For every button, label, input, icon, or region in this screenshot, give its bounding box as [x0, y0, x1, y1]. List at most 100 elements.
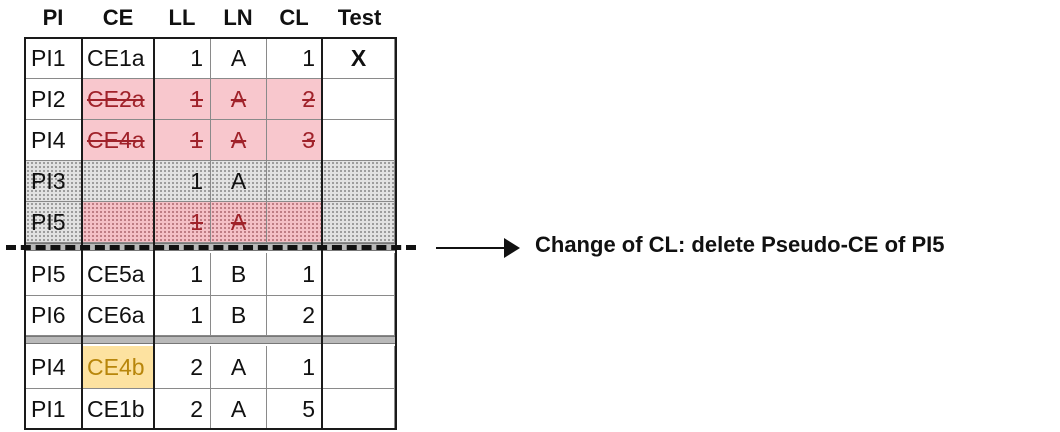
cell-text-pi: PI6: [31, 302, 66, 328]
arrow-right-icon: [504, 238, 520, 258]
cell-cl-row-9: 5: [267, 389, 323, 430]
group-separator-2: [26, 336, 395, 344]
cell-text-ll: 1: [190, 302, 203, 328]
cell-cl-row-8: 1: [267, 346, 323, 389]
cell-ll-row-9: 2: [155, 389, 211, 430]
column-divider-pi: [81, 37, 83, 430]
dashed-cut-line: [6, 245, 416, 250]
cell-pi-row-5: PI5: [26, 202, 83, 243]
cell-ln-row-4: A: [211, 161, 267, 202]
cell-test-row-7: [323, 296, 395, 336]
cell-text-cl: 2: [302, 85, 315, 112]
cell-text-ce: CE6a: [87, 302, 145, 328]
cell-ce-row-2: CE2a: [83, 79, 155, 120]
cell-text-ce: CE1a: [87, 44, 145, 71]
column-divider-cl: [321, 37, 323, 430]
cell-text-ll: 2: [190, 395, 203, 422]
cell-text-ce: CE2a: [87, 85, 145, 112]
cell-pi-row-1: PI1: [26, 38, 83, 79]
cell-test-row-9: [323, 389, 395, 430]
cell-text-ll: 1: [190, 167, 203, 194]
cell-text-test: X: [350, 44, 367, 71]
cell-ll-row-5: 1: [155, 202, 211, 243]
cell-text-cl: 2: [302, 302, 315, 328]
cell-cl-row-6: 1: [267, 253, 323, 296]
cell-pi-row-7: PI6: [26, 296, 83, 336]
cell-text-ll: 2: [190, 353, 203, 380]
cell-text-pi: PI4: [31, 126, 66, 153]
cell-text-ce: CE4a: [87, 126, 145, 153]
cell-ln-row-2: A: [211, 79, 267, 120]
cell-text-pi: PI2: [31, 85, 66, 112]
cell-text-pi: PI5: [31, 208, 66, 235]
cell-ll-row-4: 1: [155, 161, 211, 202]
cell-ce-row-4: [83, 161, 155, 202]
cell-text-ce: CE1b: [87, 395, 145, 422]
cell-text-ln: B: [230, 302, 247, 328]
cell-pi-row-8: PI4: [26, 346, 83, 389]
cell-text-ll: 1: [190, 208, 203, 235]
header-cl: CL: [279, 5, 309, 30]
cell-text-cl: 3: [302, 126, 315, 153]
cell-test-row-1: X: [323, 38, 395, 79]
cell-text-cl: 1: [302, 353, 315, 380]
cell-text-ln: A: [230, 167, 247, 194]
cell-pi-row-4: PI3: [26, 161, 83, 202]
header-ce: CE: [102, 5, 134, 30]
cell-text-pi: PI1: [31, 395, 66, 422]
table-header: PI CE LL LN CL Test: [24, 0, 397, 36]
cell-cl-row-2: 2: [267, 79, 323, 120]
cell-test-row-2: [323, 79, 395, 120]
cell-cl-row-3: 3: [267, 120, 323, 161]
cell-test-row-4: [323, 161, 395, 202]
cell-test-row-3: [323, 120, 395, 161]
cell-text-ln: A: [230, 208, 247, 235]
cell-ce-row-9: CE1b: [83, 389, 155, 430]
cell-text-cl: 5: [302, 395, 315, 422]
cell-text-ln: A: [230, 126, 247, 153]
cell-text-ln: A: [230, 85, 247, 112]
cell-ll-row-2: 1: [155, 79, 211, 120]
header-pi: PI: [42, 5, 64, 30]
cell-pi-row-3: PI4: [26, 120, 83, 161]
cell-ln-row-1: A: [211, 38, 267, 79]
cell-cl-row-4: [267, 161, 323, 202]
cell-text-ll: 1: [190, 260, 203, 287]
cell-text-ll: 1: [190, 85, 203, 112]
cell-text-ln: A: [230, 44, 247, 71]
cell-test-row-6: [323, 253, 395, 296]
cell-text-cl: 1: [302, 260, 315, 287]
cell-test-row-8: [323, 346, 395, 389]
cell-text-ce: CE5a: [87, 260, 145, 287]
cell-ln-row-8: A: [211, 346, 267, 389]
cell-cl-row-5: [267, 202, 323, 243]
cell-ce-row-6: CE5a: [83, 253, 155, 296]
cell-ll-row-7: 1: [155, 296, 211, 336]
cell-text-ln: A: [230, 395, 247, 422]
cell-pi-row-9: PI1: [26, 389, 83, 430]
cell-text-ln: B: [230, 260, 247, 287]
cell-cl-row-7: 2: [267, 296, 323, 336]
cell-ce-row-1: CE1a: [83, 38, 155, 79]
cell-ce-row-8: CE4b: [83, 346, 155, 389]
cell-ce-row-3: CE4a: [83, 120, 155, 161]
cell-text-ce: CE4b: [87, 353, 145, 380]
arrow-line: [436, 247, 508, 249]
cell-test-row-5: [323, 202, 395, 243]
cell-ce-row-5: [83, 202, 155, 243]
cell-ll-row-8: 2: [155, 346, 211, 389]
cell-ln-row-3: A: [211, 120, 267, 161]
cell-ll-row-3: 1: [155, 120, 211, 161]
header-ll: LL: [168, 5, 196, 30]
header-ln: LN: [223, 5, 253, 30]
cell-text-ll: 1: [190, 126, 203, 153]
cell-text-cl: 1: [302, 44, 315, 71]
cell-ce-row-7: CE6a: [83, 296, 155, 336]
cell-text-pi: PI3: [31, 167, 66, 194]
cell-ln-row-9: A: [211, 389, 267, 430]
cell-ll-row-1: 1: [155, 38, 211, 79]
cell-text-pi: PI1: [31, 44, 66, 71]
header-test: Test: [337, 5, 382, 30]
cell-ln-row-6: B: [211, 253, 267, 296]
cell-pi-row-6: PI5: [26, 253, 83, 296]
